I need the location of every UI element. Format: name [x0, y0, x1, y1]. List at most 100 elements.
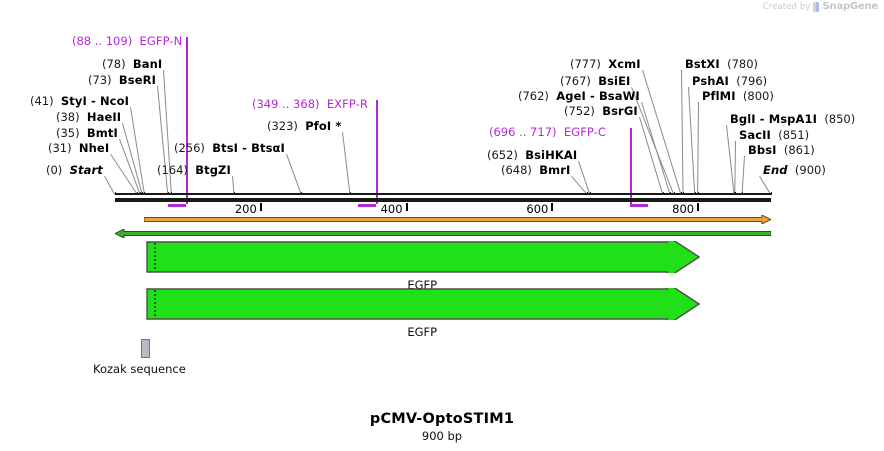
snapgene-logo-icon [813, 1, 820, 12]
enzyme-position: (0) [46, 163, 63, 177]
enzyme-position: (780) [727, 57, 759, 71]
plasmid-name: pCMV-OptoSTIM1 [369, 411, 515, 427]
ruler-label-400: 400 [380, 202, 403, 216]
enzyme-position: (31) [48, 141, 72, 155]
enzyme-label-bsiei[interactable]: (767) BsiEI [560, 75, 630, 88]
feature-marker-egfp-c [629, 128, 632, 204]
enzyme-name: BsrGI [602, 104, 638, 118]
enzyme-label-btsi-btsq[interactable]: (256) BtsI - BtsαI [174, 142, 285, 155]
enzyme-position: (767) [560, 74, 591, 88]
enzyme-name: BseRI [118, 73, 156, 87]
watermark-brand: SnapGene [822, 1, 878, 12]
ruler-label-600: 600 [526, 202, 549, 216]
enzyme-position: (652) [487, 148, 518, 162]
enzyme-name: BtsI - BtsαI [212, 141, 285, 155]
enzyme-label-bgli-mspa1i[interactable]: BglI - MspA1I (850) [730, 113, 855, 126]
snapgene-watermark: Created by SnapGene [762, 1, 879, 12]
enzyme-position: (777) [570, 57, 601, 71]
enzyme-label-pfoi[interactable]: (323) PfoI * [267, 120, 341, 133]
enzyme-label-pshai[interactable]: PshAI (796) [692, 75, 767, 88]
sequence-backbone-lower [115, 198, 771, 202]
enzyme-label-end[interactable]: End (900) [763, 164, 826, 177]
enzyme-label-btgzi[interactable]: (164) BtgZI [157, 164, 231, 177]
enzyme-label-bmri[interactable]: (648) BmrI [501, 164, 570, 177]
enzyme-name: EGFP-N [139, 34, 183, 48]
enzyme-position: (648) [501, 163, 532, 177]
enzyme-position: (73) [88, 73, 112, 87]
enzyme-name: BstXI [685, 57, 720, 71]
enzyme-label-bbsi[interactable]: BbsI (861) [748, 144, 815, 157]
enzyme-label-bmti[interactable]: (35) BmtI [56, 127, 118, 140]
sequence-backbone-upper [115, 193, 771, 195]
enzyme-label-pflmi[interactable]: PflMI (800) [702, 90, 774, 103]
enzyme-label-xcmi[interactable]: (777) XcmI [570, 58, 641, 71]
enzyme-label-bani[interactable]: (78) BanI [102, 58, 162, 71]
site-tick-end [770, 192, 772, 195]
enzyme-name: PshAI [692, 74, 729, 88]
enzyme-position: (850) [824, 112, 856, 126]
enzyme-position: (38) [56, 110, 80, 124]
enzyme-name: EGFP-C [563, 125, 607, 139]
ruler-label-800: 800 [672, 202, 695, 216]
enzyme-position: (762) [518, 89, 549, 103]
enzyme-position: (800) [742, 89, 774, 103]
watermark-prefix: Created by [762, 1, 811, 12]
enzyme-name: BmrI [539, 163, 571, 177]
feature-marker-foot-egfp-c [629, 204, 648, 207]
enzyme-position: (696 .. 717) [489, 125, 557, 139]
enzyme-label-exfp-r[interactable]: (349 .. 368) EXFP-R [252, 98, 368, 111]
ruler-tick-600 [551, 203, 554, 211]
ruler-tick-200 [259, 203, 262, 211]
enzyme-label-haeii[interactable]: (38) HaeII [56, 111, 121, 124]
enzyme-label-sacii[interactable]: SacII (851) [739, 129, 809, 142]
enzyme-position: (851) [778, 128, 810, 142]
enzyme-name: End [763, 163, 788, 177]
enzyme-position: (88 .. 109) [72, 34, 133, 48]
enzyme-name: BanI [132, 57, 163, 71]
feature-marker-egfp-n [186, 37, 189, 204]
enzyme-label-bsihkai[interactable]: (652) BsiHKAI [487, 149, 577, 162]
enzyme-name: BbsI [748, 143, 777, 157]
enzyme-label-agei-bsawi[interactable]: (762) AgeI - BsaWI [518, 90, 640, 103]
cds-egfp-cds-1[interactable] [145, 241, 701, 273]
cds-egfp-cds-2[interactable] [145, 288, 701, 320]
enzyme-label-egfp-n[interactable]: (88 .. 109) EGFP-N [72, 35, 182, 48]
enzyme-label-start[interactable]: (0) Start [46, 164, 103, 177]
enzyme-name: PflMI [702, 89, 736, 103]
enzyme-name: BsiHKAI [525, 148, 578, 162]
enzyme-name: PfoI * [305, 119, 342, 133]
kozak-sequence-marker[interactable] [141, 339, 150, 358]
enzyme-position: (35) [56, 126, 80, 140]
enzyme-name: StyI - NcoI [60, 94, 129, 108]
enzyme-name: XcmI [608, 57, 641, 71]
enzyme-name: BtgZI [195, 163, 231, 177]
enzyme-label-bseri[interactable]: (73) BseRI [88, 74, 156, 87]
enzyme-name: HaeII [86, 110, 122, 124]
enzyme-name: BsiEI [598, 74, 631, 88]
ruler-tick-400 [405, 203, 408, 211]
enzyme-name: SacII [739, 128, 771, 142]
enzyme-position: (78) [102, 57, 126, 71]
enzyme-position: (752) [564, 104, 595, 118]
enzyme-label-bsrgi[interactable]: (752) BsrGI [564, 105, 638, 118]
enzyme-label-bstxi[interactable]: BstXI (780) [685, 58, 758, 71]
enzyme-label-styi-ncoi[interactable]: (41) StyI - NcoI [30, 95, 129, 108]
feature-rna-arrow[interactable] [115, 229, 771, 238]
feature-marker-exfp-r [375, 100, 378, 204]
enzyme-name: Start [69, 163, 103, 177]
feature-marker-foot-exfp-r [357, 204, 376, 207]
enzyme-position: (164) [157, 163, 188, 177]
enzyme-name: BglI - MspA1I [730, 112, 817, 126]
enzyme-position: (41) [30, 94, 54, 108]
enzyme-label-egfp-c[interactable]: (696 .. 717) EGFP-C [489, 126, 606, 139]
enzyme-label-nhei[interactable]: (31) NheI [48, 142, 109, 155]
enzyme-position: (861) [783, 143, 815, 157]
enzyme-position: (256) [174, 141, 205, 155]
feature-promoter-arrow[interactable] [144, 215, 771, 224]
enzyme-position: (900) [794, 163, 826, 177]
